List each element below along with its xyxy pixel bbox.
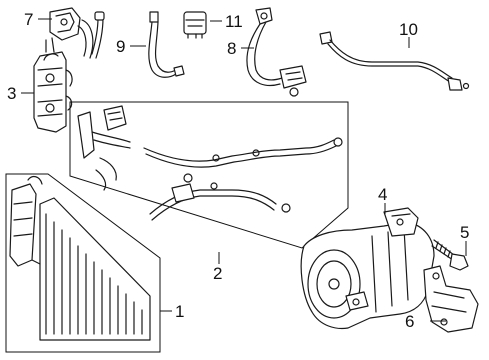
- part-1-frame: [5, 173, 161, 353]
- part-11-block: [183, 11, 207, 39]
- callout-5: 5: [460, 223, 469, 242]
- callout-9: 9: [116, 37, 125, 56]
- callout-8: 8: [227, 39, 236, 58]
- callout-6: 6: [405, 312, 414, 331]
- callout-2: 2: [213, 264, 222, 283]
- callout-7: 7: [24, 10, 33, 29]
- part-3-assembly: [33, 37, 73, 133]
- part-4-compressor: [300, 207, 435, 330]
- callout-3: 3: [7, 84, 16, 103]
- callout-1: 1: [175, 302, 184, 321]
- callout-11: 11: [225, 12, 243, 31]
- callout-4: 4: [378, 185, 387, 204]
- part-9-hose: [148, 11, 185, 78]
- part-7-bracket: [49, 7, 94, 59]
- callout-labels: 7 3 9 11 8 10 2 1 4 5 6: [7, 10, 469, 331]
- part-6-bracket: [423, 265, 479, 333]
- part-5-bolt: [431, 239, 469, 271]
- part-2-frame: [69, 101, 349, 249]
- part-2-hose-set: [77, 105, 343, 221]
- part-1-condenser: [9, 175, 151, 341]
- part-10-pipe: [319, 31, 470, 91]
- leader-lines: [21, 18, 467, 322]
- part-7-hose: [91, 11, 105, 59]
- callout-10: 10: [399, 20, 418, 39]
- part-8-hose: [246, 7, 307, 97]
